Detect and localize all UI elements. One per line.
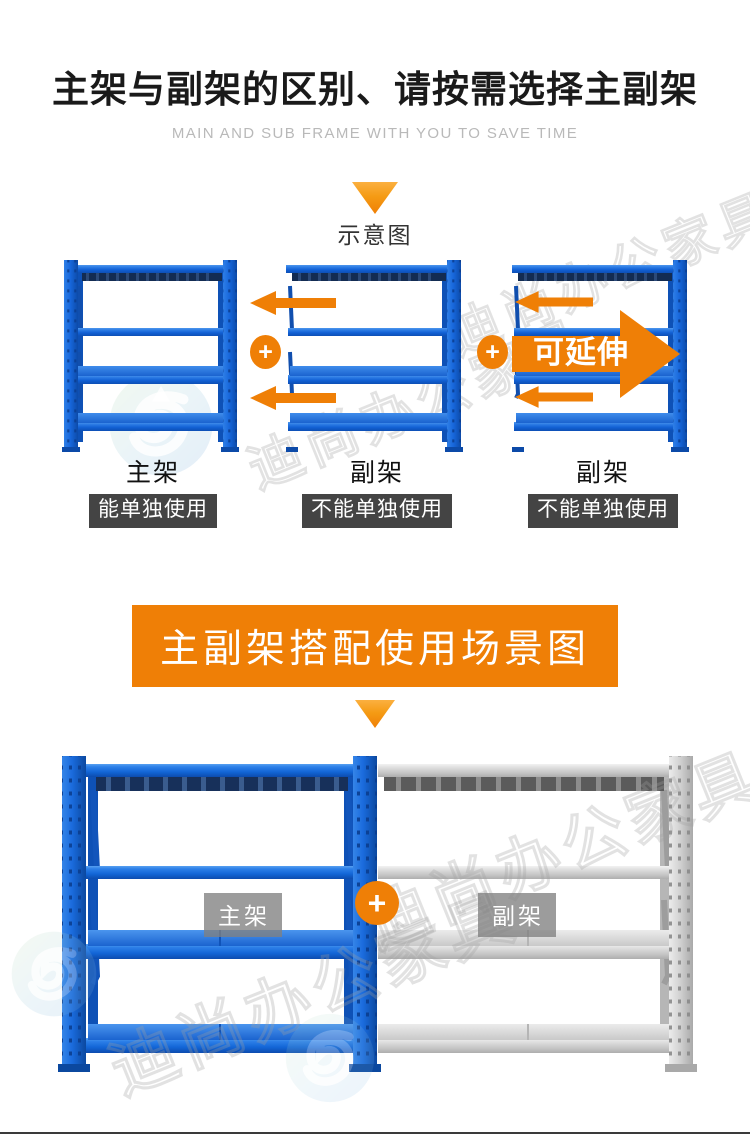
caption-tag: 不能单独使用: [528, 494, 678, 528]
left-arrow-icon-3: [515, 291, 593, 313]
left-arrow-icon-4: [515, 386, 593, 408]
caption-title: 副架: [349, 459, 404, 487]
caption-sub-frame-extendable: 副架 不能单独使用: [508, 458, 698, 528]
scene-sub-frame-tag: 副架: [478, 893, 556, 937]
section-banner: 主副架搭配使用场景图: [132, 605, 618, 687]
caption-title: 副架: [575, 459, 630, 487]
scene-rack-main-frame: [58, 756, 381, 1072]
left-arrow-icon-1: [250, 291, 336, 315]
page-title: 主架与副架的区别、请按需选择主副架: [52, 69, 698, 110]
page-subtitle: MAIN AND SUB FRAME WITH YOU TO SAVE TIME: [171, 125, 579, 142]
caption-tag: 能单独使用: [89, 494, 217, 528]
caption-title: 主架: [125, 459, 180, 487]
caption-sub-frame: 副架 不能单独使用: [282, 458, 472, 528]
rack-unit-main-frame: [62, 260, 239, 452]
bottom-divider: [0, 1132, 750, 1134]
page-header: 主架与副架的区别、请按需选择主副架 MAIN AND SUB FRAME WIT…: [0, 66, 750, 142]
scene-plus-badge: +: [355, 881, 399, 925]
scene-main-frame-tag: 主架: [204, 893, 282, 937]
caption-main-frame: 主架 能单独使用: [58, 458, 248, 528]
down-arrow-icon-bottom: [355, 700, 395, 728]
scene-rack-sub-frame: [378, 756, 697, 1072]
extend-label: 可延伸: [533, 335, 629, 370]
rack-unit-sub-frame: [286, 260, 463, 452]
plus-badge-1: +: [250, 335, 281, 369]
down-arrow-icon-top: [352, 182, 398, 214]
left-arrow-icon-2: [250, 386, 336, 410]
section-banner-title: 主副架搭配使用场景图: [159, 628, 590, 671]
plus-badge-2: +: [477, 335, 508, 369]
caption-tag: 不能单独使用: [302, 494, 452, 528]
extend-right-arrow-icon: [512, 310, 680, 398]
diagram-label: 示意图: [337, 222, 413, 248]
